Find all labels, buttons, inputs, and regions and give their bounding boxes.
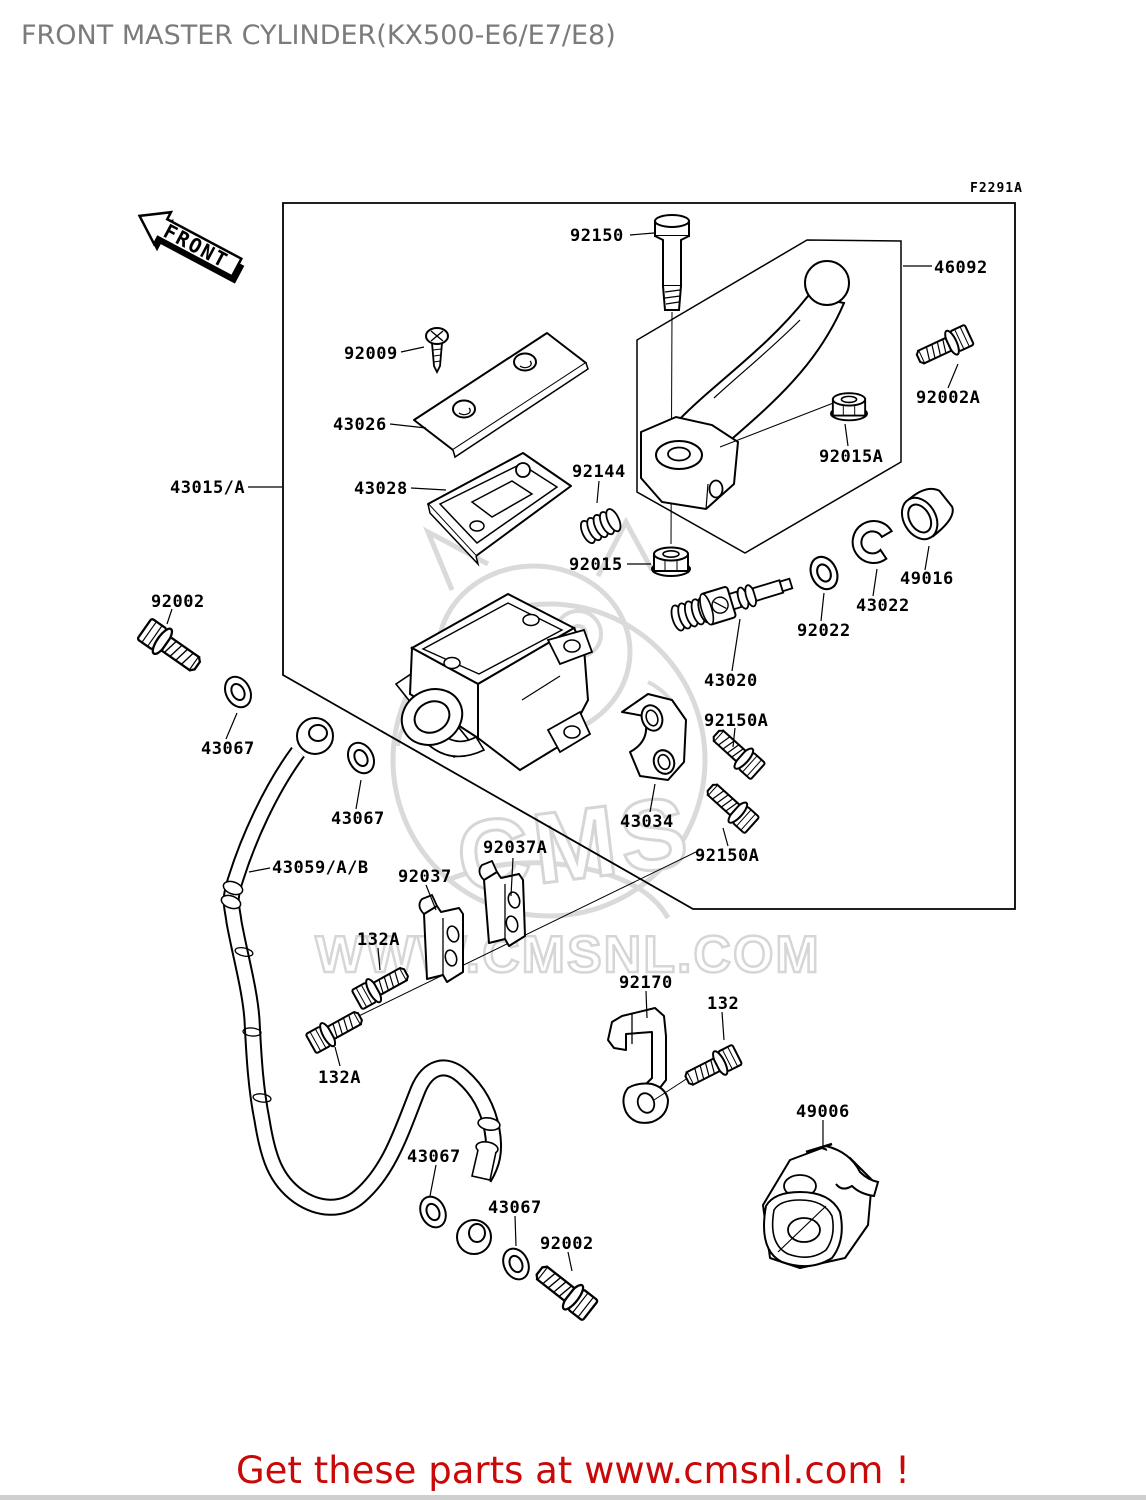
part-label-49016: 49016 [900,569,954,589]
leader-line-49016 [924,545,930,571]
leader-line-92150 [629,232,655,236]
part-label-132: 132 [707,994,739,1014]
leader-line-43067 [225,712,238,740]
leader-line-43067 [514,1215,517,1247]
part-drawing-banjo-bolt-92002-top [134,615,207,680]
part-label-46092: 46092 [934,258,988,278]
part-drawing-bolt-92002a [912,321,976,372]
part-label-92150A: 92150A [695,846,759,866]
part-label-132A: 132A [318,1068,361,1088]
part-drawing-piston-43020 [670,577,794,632]
leader-line-92150A [732,727,736,748]
part-drawing-bolt-92150a-2 [700,777,762,837]
part-label-43026: 43026 [333,415,387,435]
leader-line-43028 [410,487,447,491]
part-drawing-spring-92144 [579,508,622,545]
part-drawing-brake-hose-43059 [220,717,503,1255]
leader-line-43059/A/B [248,867,271,873]
part-label-43067: 43067 [407,1147,461,1167]
leader-line-132A [377,947,381,971]
part-label-92037: 92037 [398,867,452,887]
part-drawing-boot-49016 [900,487,954,541]
part-label-92015: 92015 [569,555,623,575]
part-label-49006: 49006 [796,1102,850,1122]
part-drawing-washer-43067-3 [414,1191,452,1233]
part-drawing-eclip-43022 [851,520,894,564]
leader-line-92002 [567,1251,573,1272]
diagram-border [282,202,1016,910]
leader-line-132 [721,1011,725,1041]
part-drawing-washer-43067-2 [341,737,381,779]
part-label-43015/A: 43015/A [170,478,245,498]
part-label-43067: 43067 [331,809,385,829]
part-label-43067: 43067 [488,1198,542,1218]
part-label-43028: 43028 [354,479,408,499]
leader-line-43022 [872,568,878,597]
part-label-43022: 43022 [856,596,910,616]
part-label-92037A: 92037A [483,838,547,858]
part-label-92170: 92170 [619,973,673,993]
leader-line-92022 [820,592,825,622]
part-label-43059/A/B: 43059/A/B [272,858,369,878]
leader-line-92170 [645,990,648,1019]
leader-line-43020 [731,618,741,672]
lever-panel-outline [636,239,902,554]
part-label-43067: 43067 [201,739,255,759]
part-drawing-master-cylinder-body-43015 [394,592,594,772]
part-drawing-washer-92022 [804,551,844,595]
part-labels-layer: 92150 46092 92009 43026 92002A 43015/A 43028 92… [151,226,988,1272]
leader-line-43026 [389,423,427,429]
part-drawing-brake-lever-46092 [640,260,850,511]
part-drawing-bracket-92037 [418,893,464,983]
part-label-92022: 92022 [797,621,851,641]
footer-cta-link[interactable]: Get these parts at www.cmsnl.com ! [235,1449,910,1492]
part-drawing-bolt-132 [680,1041,745,1093]
leader-line-43067 [429,1164,437,1197]
part-drawing-bracket-92037a [478,859,526,947]
leader-line-43034 [649,783,656,813]
part-label-92009: 92009 [344,344,398,364]
part-drawing-nut-92015 [651,546,691,577]
leader-line-92002A [947,363,959,389]
part-drawing-washer-43067-1 [218,671,258,713]
part-label-92144: 92144 [572,462,626,482]
leader-line-92009 [400,346,425,353]
part-drawing-nut-92015a [830,392,868,422]
part-label-43020: 43020 [704,671,758,691]
leader-line-92037 [425,884,437,911]
part-label-92015A: 92015A [819,447,883,467]
leader-line-92002 [166,608,173,625]
part-drawing-washer-43067-4 [497,1243,535,1285]
leader-line-43067 [355,779,362,810]
part-label-92002A: 92002A [916,388,980,408]
bottom-edge-strip [0,1495,1146,1500]
leader-line-92037A [510,857,514,897]
part-label-92150: 92150 [570,226,624,246]
part-drawing-screw-92009 [425,327,449,375]
part-label-132A: 132A [357,930,400,950]
part-drawing-holder-49006 [762,1142,880,1269]
leader-line-92015A [844,423,849,447]
part-drawing-clamp-43034 [621,693,687,781]
part-drawing-banjo-bolt-92002-bottom [529,1258,601,1324]
part-label-43034: 43034 [620,812,674,832]
page-title: FRONT MASTER CYLINDER(KX500-E6/E7/E8) [21,20,616,51]
figure-code: F2291A [970,181,1023,196]
leader-line-92144 [596,480,600,504]
part-drawing-bolt-92150a-1 [706,723,768,783]
leader-line-92150A [722,827,729,847]
part-drawing-cap-43026 [413,332,589,459]
part-label-92002: 92002 [540,1234,594,1254]
part-label-92150A: 92150A [704,711,768,731]
part-drawing-diaphragm-43028 [427,452,572,567]
leader-line-132A [334,1046,341,1067]
part-label-92002: 92002 [151,592,205,612]
front-direction-arrow: FRONT [137,210,245,284]
part-drawing-pivot-bolt-92150 [654,214,690,545]
part-drawing-bracket-92170 [607,1007,670,1124]
